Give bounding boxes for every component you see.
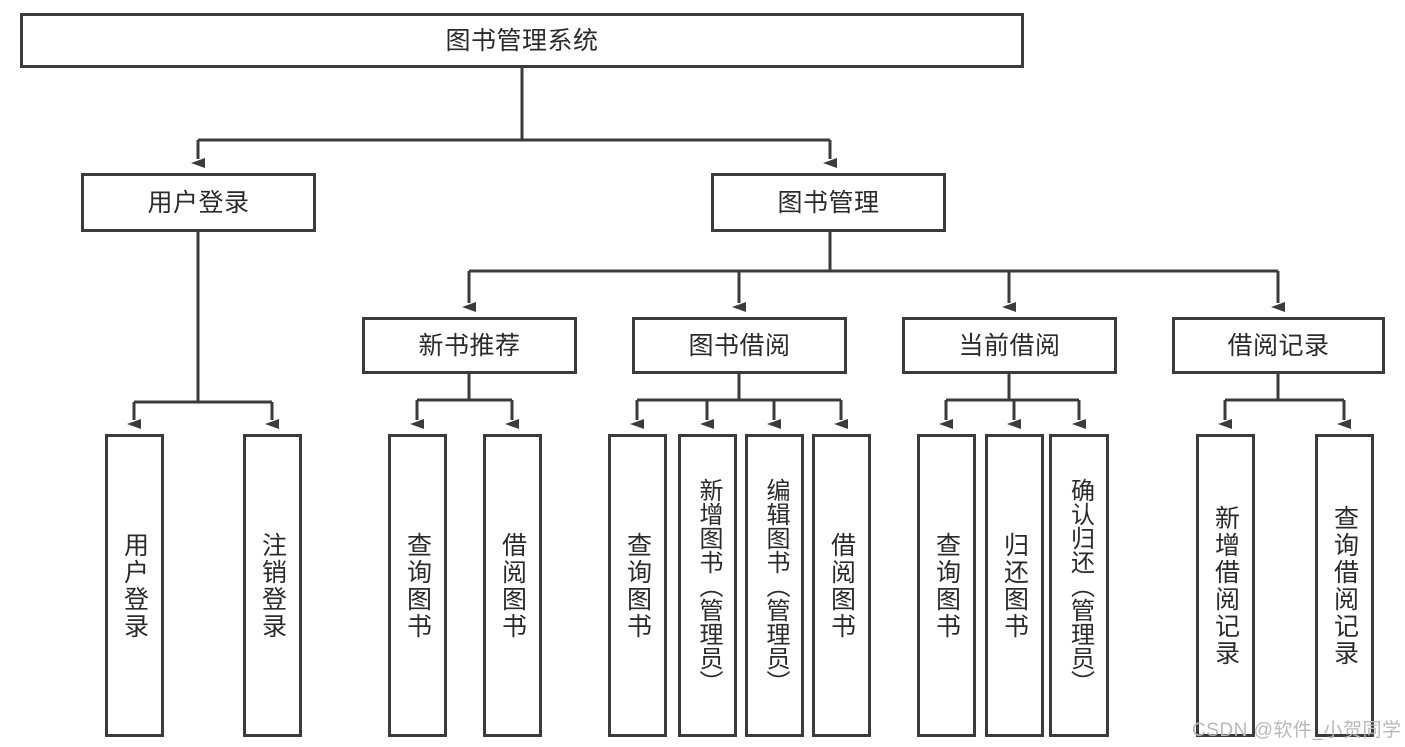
csdn-watermark: CSDN @软件_小贺同学	[1192, 720, 1402, 741]
node-user-login[interactable]: 用户登录	[81, 173, 316, 232]
node-user-login-label: 用户登录	[147, 188, 250, 217]
node-root[interactable]: 图书管理系统	[20, 13, 1024, 68]
node-borrow-record[interactable]: 借阅记录	[1172, 317, 1385, 374]
node-leaf-borrow-book-rec[interactable]: 借阅图书	[483, 434, 542, 737]
node-leaf-edit-book[interactable]: 编辑图书（管理员）	[745, 434, 804, 737]
node-book-borrow-label: 图书借阅	[688, 331, 791, 360]
node-new-book-rec-label: 新书推荐	[418, 331, 521, 360]
node-leaf-query-record[interactable]: 查询借阅记录	[1315, 434, 1374, 737]
node-borrow-record-label: 借阅记录	[1227, 331, 1330, 360]
node-leaf-add-record[interactable]: 新增借阅记录	[1196, 434, 1255, 737]
node-book-manage[interactable]: 图书管理	[711, 173, 946, 232]
node-leaf-user-logout[interactable]: 注销登录	[243, 434, 302, 737]
node-root-label: 图书管理系统	[445, 26, 599, 55]
node-leaf-confirm-return[interactable]: 确认归还（管理员）	[1049, 434, 1109, 737]
node-leaf-add-book[interactable]: 新增图书（管理员）	[678, 434, 737, 737]
node-current-borrow-label: 当前借阅	[958, 331, 1061, 360]
node-leaf-borrow-book[interactable]: 借阅图书	[812, 434, 871, 737]
node-current-borrow[interactable]: 当前借阅	[902, 317, 1117, 374]
node-leaf-query-book-rec[interactable]: 查询图书	[388, 434, 447, 737]
node-leaf-query-book-current[interactable]: 查询图书	[917, 434, 976, 737]
node-leaf-query-book-borrow[interactable]: 查询图书	[608, 434, 667, 737]
node-new-book-rec[interactable]: 新书推荐	[362, 317, 577, 374]
node-leaf-user-login[interactable]: 用户登录	[105, 434, 164, 737]
node-book-manage-label: 图书管理	[777, 188, 880, 217]
node-book-borrow[interactable]: 图书借阅	[632, 317, 847, 374]
node-leaf-return-book[interactable]: 归还图书	[985, 434, 1044, 737]
